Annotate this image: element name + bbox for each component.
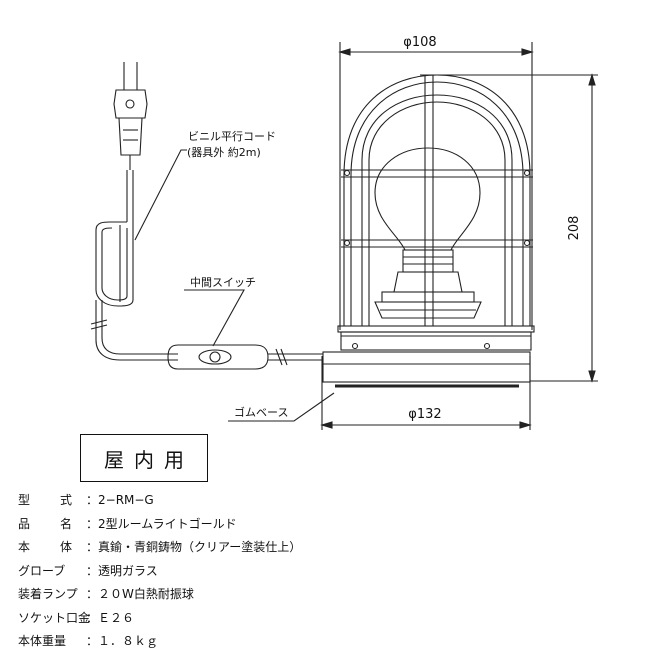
switch-leader bbox=[184, 289, 245, 347]
base-leader bbox=[228, 392, 335, 422]
spec-value: ２０W白熱耐振球 bbox=[98, 587, 194, 602]
dim-top-diameter: φ108 bbox=[403, 35, 436, 50]
rubber-base-label: ゴムベース bbox=[234, 405, 288, 419]
dim-height: 208 bbox=[567, 216, 582, 241]
cord-length-label: (器具外 約2m) bbox=[187, 145, 261, 159]
wire-guard bbox=[341, 74, 533, 326]
spec-value: 2−RM−G bbox=[98, 492, 154, 507]
lamp-base bbox=[322, 325, 535, 388]
spec-row-socket: ソケット口金 ： Ｅ２６ bbox=[18, 610, 135, 625]
spec-table: 型式 ： 2−RM−G 品名 ： 2型ルームライトゴールド 本体 ： 真鍮・青銅… bbox=[18, 488, 458, 653]
light-bulb bbox=[374, 147, 481, 273]
inline-switch bbox=[167, 344, 323, 370]
spec-key: 品名 bbox=[18, 516, 72, 531]
power-cord bbox=[90, 170, 178, 361]
spec-row-product-name: 品名 ： 2型ルームライトゴールド bbox=[18, 516, 237, 531]
spec-key: 本体重量 bbox=[18, 634, 67, 649]
spec-value: 2型ルームライトゴールド bbox=[98, 516, 237, 531]
spec-row-globe: グローブ ： 透明ガラス bbox=[18, 563, 158, 578]
spec-value: 透明ガラス bbox=[98, 563, 158, 578]
spec-value: 真鍮・青銅鋳物（クリアー塗装仕上） bbox=[98, 540, 302, 555]
cord-leader bbox=[134, 149, 187, 241]
spec-key: ソケット口金 bbox=[18, 610, 91, 625]
spec-key: 型式 bbox=[18, 493, 72, 508]
cord-label: ビニル平行コード bbox=[188, 130, 276, 143]
spec-row-weight: 本体重量 ： １．８ｋｇ bbox=[18, 634, 159, 649]
dim-base-diameter: φ132 bbox=[408, 407, 441, 422]
spec-row-lamp: 装着ランプ ： ２０W白熱耐振球 bbox=[18, 587, 194, 602]
indoor-use-box: 屋内用 bbox=[80, 434, 208, 482]
spec-key: 装着ランプ bbox=[18, 587, 78, 602]
power-plug bbox=[113, 62, 148, 170]
spec-row-model: 型式 ： 2−RM−G bbox=[18, 492, 154, 508]
indoor-use-label: 屋内用 bbox=[104, 447, 194, 472]
spec-key: 本体 bbox=[18, 540, 72, 555]
spec-value: １．８ｋｇ bbox=[98, 634, 159, 649]
socket bbox=[374, 271, 482, 319]
spec-key: グローブ bbox=[18, 563, 66, 578]
switch-label: 中間スイッチ bbox=[190, 276, 256, 289]
lamp-drawing: φ108 208 φ132 ビニル平行コード (器具外 約2m) 中間スイッチ … bbox=[90, 35, 598, 430]
spec-row-body: 本体 ： 真鍮・青銅鋳物（クリアー塗装仕上） bbox=[18, 540, 302, 555]
spec-value: Ｅ２６ bbox=[98, 610, 135, 625]
